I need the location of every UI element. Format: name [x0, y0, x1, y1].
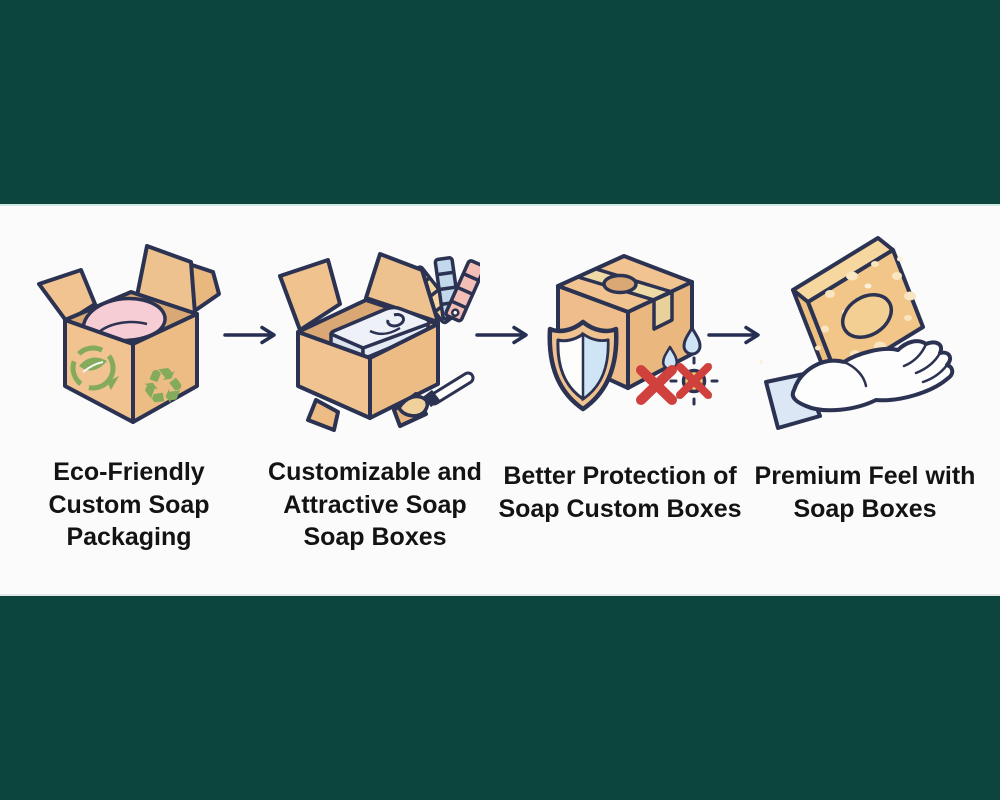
step-eco-friendly: ♻ Eco-Friendly Custom Soap Packaging: [15, 206, 243, 598]
custom-box-illustration: [278, 252, 480, 432]
caption-line: Packaging: [66, 523, 192, 551]
box-flap: [278, 258, 342, 332]
step-customizable: Customizable and Attractive Soap Soap Bo…: [256, 206, 494, 598]
handle-hole: [602, 273, 638, 295]
leaf-cycle-icon: [70, 345, 119, 391]
caption-line: Eco-Friendly: [53, 458, 205, 486]
step-premium: Premium Feel with Soap Boxes: [744, 206, 986, 598]
step-caption: Eco-Friendly Custom Soap Packaging: [15, 456, 243, 554]
caption-line: Premium Feel with: [754, 462, 976, 490]
protected-box-illustration: [547, 254, 719, 412]
caption-line: Soap Custom Boxes: [498, 494, 742, 523]
eco-box-illustration: ♻: [37, 244, 221, 424]
flow-arrow-icon: [223, 325, 276, 345]
red-x-icon: [676, 363, 712, 399]
caption-line: Attractive Soap: [283, 490, 467, 519]
step-caption: Customizable and Attractive Soap Soap Bo…: [256, 456, 494, 554]
hand-soap-illustration: [760, 236, 955, 430]
content-panel: ♻ Eco-Friendly Custom Soap Packaging: [0, 204, 1000, 596]
step-protection: Better Protection of Soap Custom Boxes: [498, 206, 742, 598]
red-x-icon: [636, 365, 677, 405]
flow-arrow-icon: [707, 325, 760, 345]
shield-icon: [547, 319, 619, 412]
soap-bar-icon: [760, 236, 925, 381]
caption-line: Better Protection of: [503, 462, 737, 490]
box-front-right: [131, 312, 199, 424]
caption-line: Soap Boxes: [303, 523, 447, 551]
flow-arrow-icon: [475, 325, 528, 345]
caption-line: Custom Soap: [48, 490, 210, 519]
step-caption: Premium Feel with Soap Boxes: [744, 460, 986, 525]
tape-strip: [652, 290, 674, 331]
box-flap: [306, 398, 340, 432]
paintbrush-icon: [397, 371, 475, 418]
step-caption: Better Protection of Soap Custom Boxes: [498, 460, 742, 525]
caption-line: Soap Boxes: [793, 494, 937, 523]
recycle-icon: ♻: [137, 355, 189, 419]
caption-line: Customizable and: [268, 458, 482, 486]
hand-icon: [764, 339, 955, 430]
box-front-right: [368, 322, 440, 420]
